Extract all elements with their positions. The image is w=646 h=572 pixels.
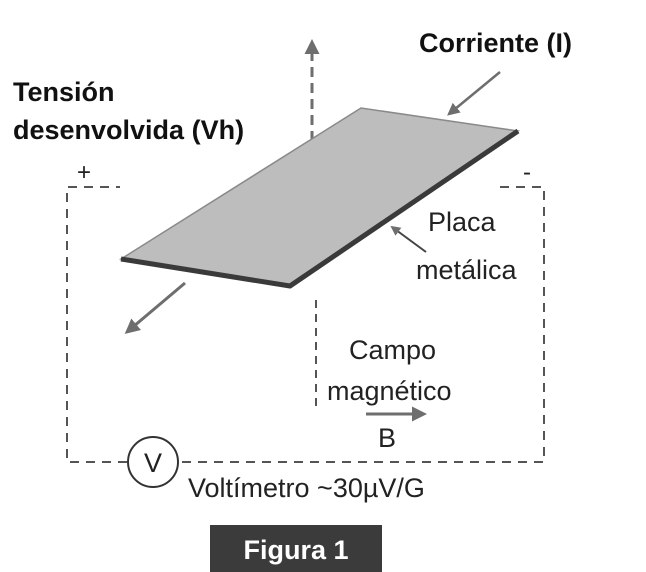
figure-caption-box <box>210 525 382 572</box>
metal-plate-thick-edge <box>120 128 520 289</box>
current-label: Corriente (I) <box>419 28 572 58</box>
voltage-label-line2: desenvolvida (Vh) <box>13 115 244 145</box>
minus-terminal-label: - <box>523 159 531 186</box>
voltmeter-circuit-loop <box>66 186 545 463</box>
voltmeter-symbol: V <box>144 448 162 478</box>
field-label-line2: magnético <box>327 376 452 406</box>
field-symbol-label: B <box>378 423 396 453</box>
field-label-line1: Campo <box>349 335 436 365</box>
plus-terminal-label: + <box>77 159 91 186</box>
current-arrow <box>447 71 501 116</box>
voltage-label-line1: Tensión <box>13 77 115 107</box>
plate-label-line2: metálica <box>416 255 518 285</box>
voltmeter-circle <box>127 436 179 488</box>
plate-leader-line <box>390 225 427 253</box>
force-direction-arrow <box>124 281 186 334</box>
voltmeter-label: Voltímetro ~30µV/G <box>188 473 425 503</box>
plate-label-line1: Placa <box>428 207 497 237</box>
figure-caption: Figura 1 <box>243 535 348 565</box>
